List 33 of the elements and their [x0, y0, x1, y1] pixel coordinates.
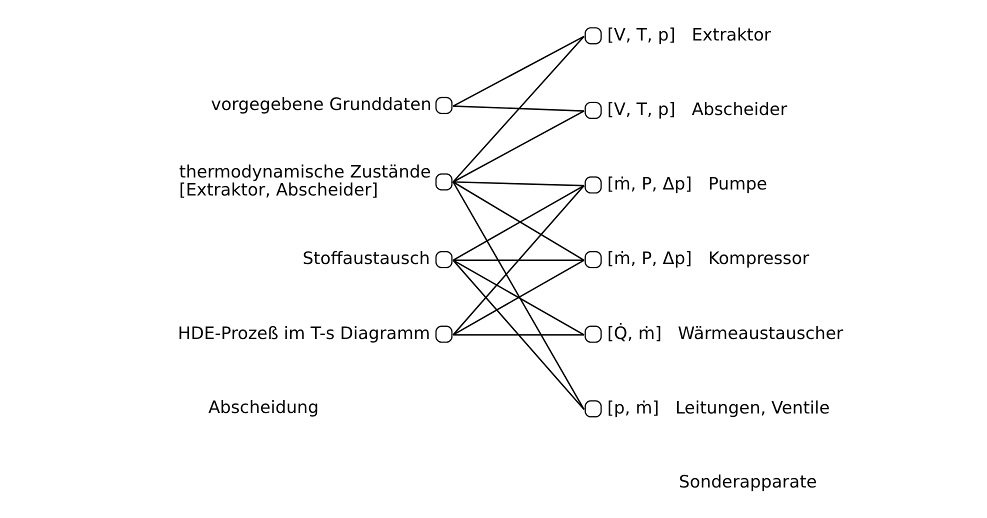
node-circle	[435, 96, 453, 114]
label: Abscheidung	[208, 398, 319, 418]
connector	[453, 181, 584, 186]
node-label: vorgegebene Grunddaten	[210, 95, 432, 116]
connector	[452, 260, 584, 336]
connector	[453, 260, 584, 261]
node-circle	[435, 251, 453, 268]
node-label: HDE-Prozeß im T-s Diagramm	[178, 324, 430, 344]
node-circle	[435, 326, 453, 343]
label: Sonderapparate	[678, 472, 817, 492]
node-label: [V, T, p] Abscheider	[607, 100, 788, 120]
node-label: [ṁ, P, Δp] Kompressor	[607, 249, 810, 270]
node-circle	[584, 27, 602, 44]
node-label: [p, ṁ] Leitungen, Ventile	[607, 398, 830, 418]
connector	[452, 36, 584, 107]
connector	[452, 36, 585, 182]
connector	[453, 105, 584, 112]
connector	[453, 334, 584, 336]
node-circle	[584, 102, 602, 119]
node-circle	[584, 400, 602, 418]
node-circle	[584, 251, 602, 268]
connector	[452, 185, 585, 336]
connector	[452, 110, 584, 183]
node-circle	[584, 326, 602, 343]
node-circle	[435, 173, 453, 190]
connector	[452, 260, 585, 410]
node-label: [V, T, p] Extraktor	[607, 25, 771, 46]
connector	[452, 182, 585, 410]
node-label: Stoffaustausch	[302, 249, 430, 270]
node-label: thermodynamische Zustände [Extraktor, Abscheider]	[179, 162, 431, 201]
node-circle	[584, 176, 602, 194]
node-label: [Q̇, ṁ] Wärmeaustauscher	[607, 324, 844, 344]
node-label: [ṁ, P, Δp] Pumpe	[607, 174, 768, 195]
